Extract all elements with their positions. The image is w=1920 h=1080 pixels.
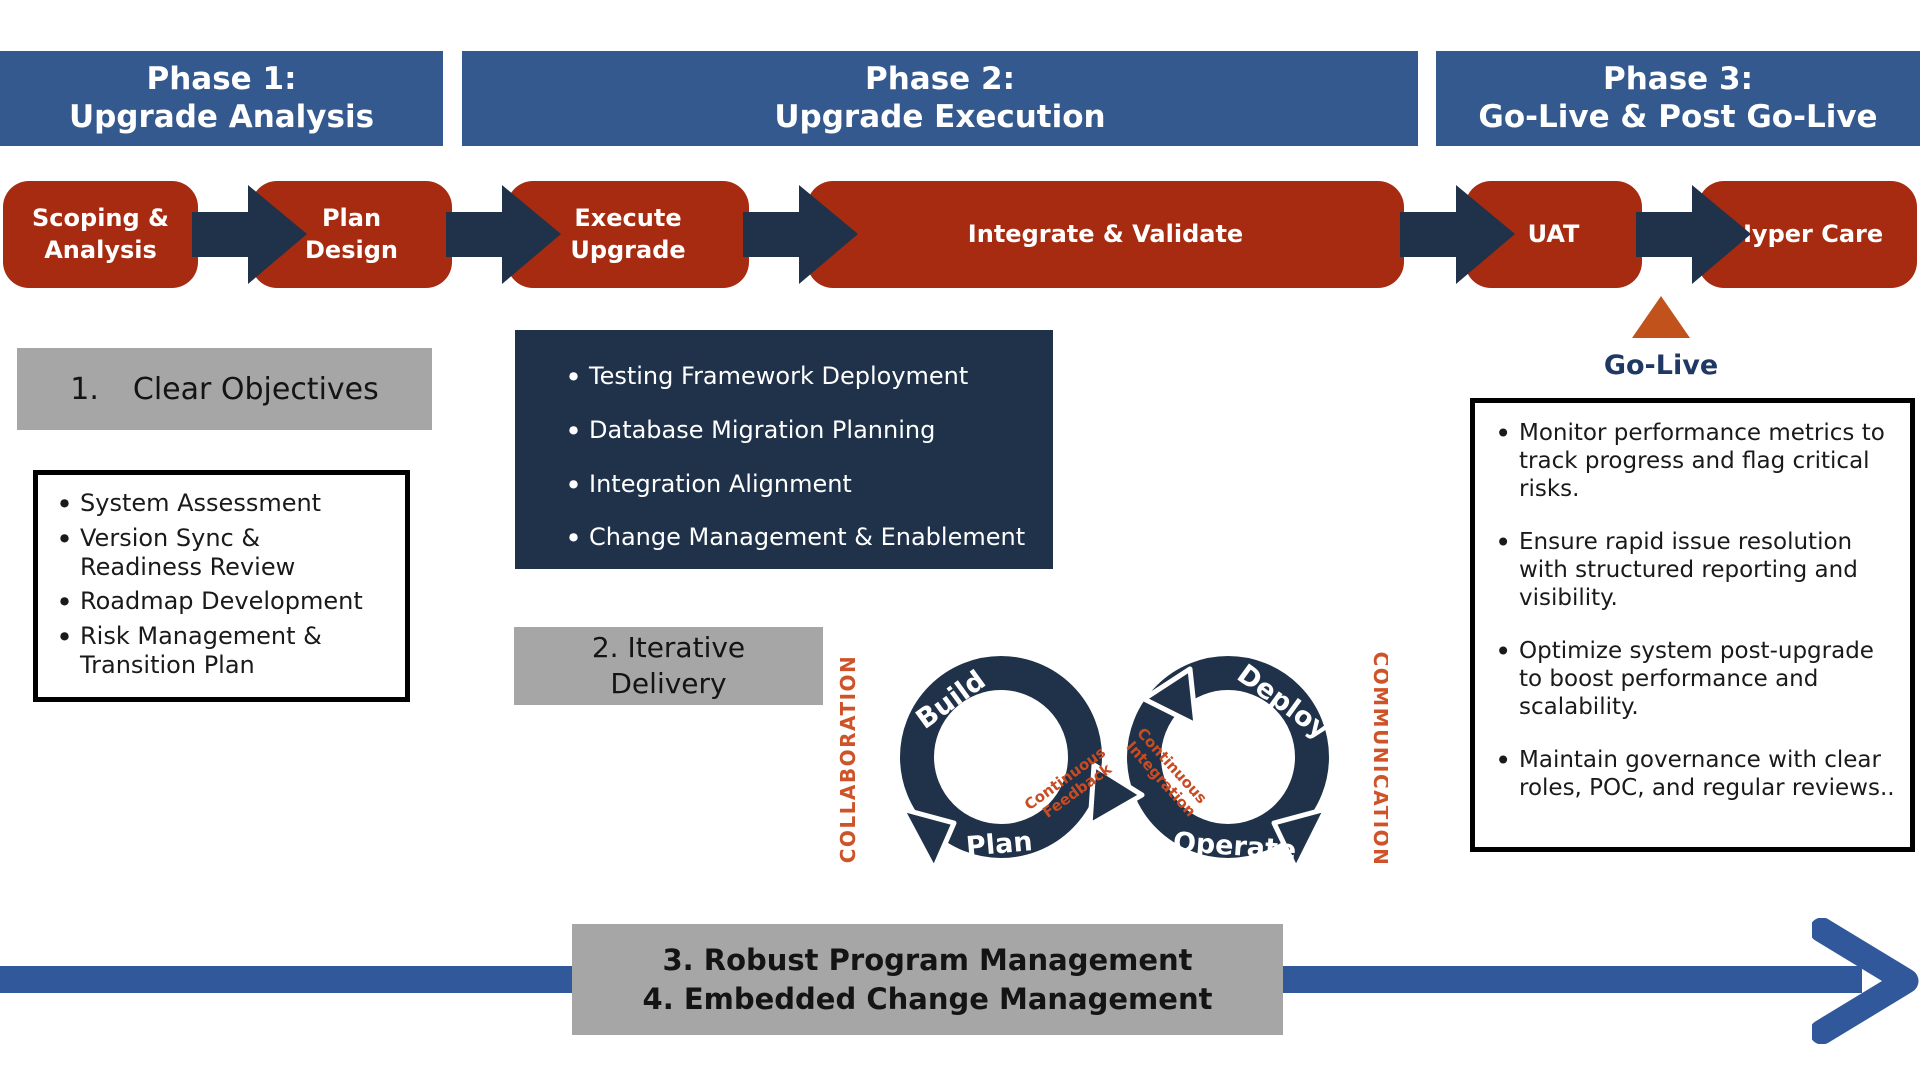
phase3-header-line2: Go-Live & Post Go-Live bbox=[1478, 98, 1878, 135]
phase1-activity-list: System Assessment Version Sync & Readine… bbox=[33, 470, 410, 702]
list-item: Change Management & Enablement bbox=[557, 521, 1035, 555]
flow-arrow-icon bbox=[1636, 185, 1751, 284]
loop-deploy-label: Deploy bbox=[1231, 659, 1335, 746]
loop-arrowhead-icon bbox=[899, 806, 957, 872]
flow-arrow-icon bbox=[743, 185, 858, 284]
list-item: System Assessment bbox=[48, 487, 397, 521]
flow-arrow-icon bbox=[1400, 185, 1515, 284]
list-item: Monitor performance metrics to track pro… bbox=[1487, 417, 1902, 503]
golive-triangle-icon bbox=[1632, 296, 1690, 338]
list-item: Roadmap Development bbox=[48, 585, 397, 619]
step-execute-upgrade: Execute Upgrade bbox=[507, 181, 749, 288]
list-item: Database Migration Planning bbox=[557, 414, 1035, 448]
phase2-header-line1: Phase 2: bbox=[865, 60, 1015, 97]
loop-arrowhead-icon bbox=[1271, 806, 1329, 872]
loop-collaboration-label: COLLABORATION bbox=[838, 655, 860, 864]
key-point-number: 1. bbox=[70, 371, 99, 407]
phase2-header: Phase 2: Upgrade Execution bbox=[462, 51, 1418, 146]
phase2-header-line2: Upgrade Execution bbox=[774, 98, 1106, 135]
list-item: Risk Management & Transition Plan bbox=[48, 620, 397, 680]
step-label-line: Plan bbox=[321, 203, 382, 232]
step-label-line: Analysis bbox=[44, 235, 157, 264]
list-item: Maintain governance with clear roles, PO… bbox=[1487, 744, 1902, 802]
key-point-line: 2. Iterative bbox=[591, 630, 746, 664]
phase3-header: Phase 3: Go-Live & Post Go-Live bbox=[1436, 51, 1920, 146]
phase3-activity-list: Monitor performance metrics to track pro… bbox=[1470, 398, 1915, 852]
phase2-activity-list: Testing Framework Deployment Database Mi… bbox=[515, 330, 1053, 569]
key-point-line: 3. Robust Program Management bbox=[662, 942, 1193, 977]
flow-arrow-icon bbox=[192, 185, 307, 284]
key-points-3-4-program-change-management: 3. Robust Program Management 4. Embedded… bbox=[572, 924, 1283, 1035]
loop-arrowhead-icon bbox=[1141, 666, 1199, 728]
loop-right-circle bbox=[1127, 656, 1329, 858]
phase1-header-line2: Upgrade Analysis bbox=[68, 98, 375, 135]
step-label-line: Design bbox=[305, 235, 398, 264]
step-label-line: Integrate & Validate bbox=[967, 219, 1244, 248]
list-item: Ensure rapid issue resolution with struc… bbox=[1487, 526, 1902, 612]
step-scoping-analysis: Scoping & Analysis bbox=[3, 181, 198, 288]
step-integrate-validate: Integrate & Validate bbox=[807, 181, 1404, 288]
list-item: Testing Framework Deployment bbox=[557, 360, 1035, 394]
timeline-arrowhead-icon bbox=[1812, 918, 1919, 1044]
loop-plan-label: Plan bbox=[965, 826, 1034, 863]
key-point-line: 4. Embedded Change Management bbox=[642, 981, 1213, 1016]
golive-label: Go-Live bbox=[1603, 350, 1719, 381]
step-label-line: UAT bbox=[1527, 219, 1580, 248]
key-point-1-clear-objectives: 1. Clear Objectives bbox=[17, 348, 432, 430]
phase3-header-line1: Phase 3: bbox=[1603, 60, 1753, 97]
key-point-line: Delivery bbox=[610, 667, 727, 700]
list-item: Optimize system post-upgrade to boost pe… bbox=[1487, 635, 1902, 721]
step-label-line: Scoping & bbox=[32, 203, 169, 232]
step-label-line: Upgrade bbox=[570, 235, 686, 264]
flow-arrow-icon bbox=[446, 185, 561, 284]
phase1-header-line1: Phase 1: bbox=[146, 60, 297, 97]
step-label-line: Hyper Care bbox=[1731, 219, 1884, 248]
step-uat: UAT bbox=[1465, 181, 1642, 288]
loop-arrowhead-icon bbox=[1087, 762, 1145, 828]
phase1-header: Phase 1: Upgrade Analysis bbox=[0, 51, 443, 146]
list-item: Version Sync & Readiness Review bbox=[48, 522, 397, 582]
key-point-2-iterative-delivery: 2. Iterative Delivery bbox=[514, 627, 823, 705]
devops-infinity-loop: COLLABORATION COMMUNICATION Build Deploy… bbox=[838, 652, 1388, 872]
list-item: Integration Alignment bbox=[557, 468, 1035, 502]
loop-left-circle bbox=[900, 656, 1102, 858]
step-label-line: Execute bbox=[574, 203, 682, 232]
loop-communication-label: COMMUNICATION bbox=[1369, 652, 1388, 867]
key-point-label: Clear Objectives bbox=[132, 371, 379, 407]
